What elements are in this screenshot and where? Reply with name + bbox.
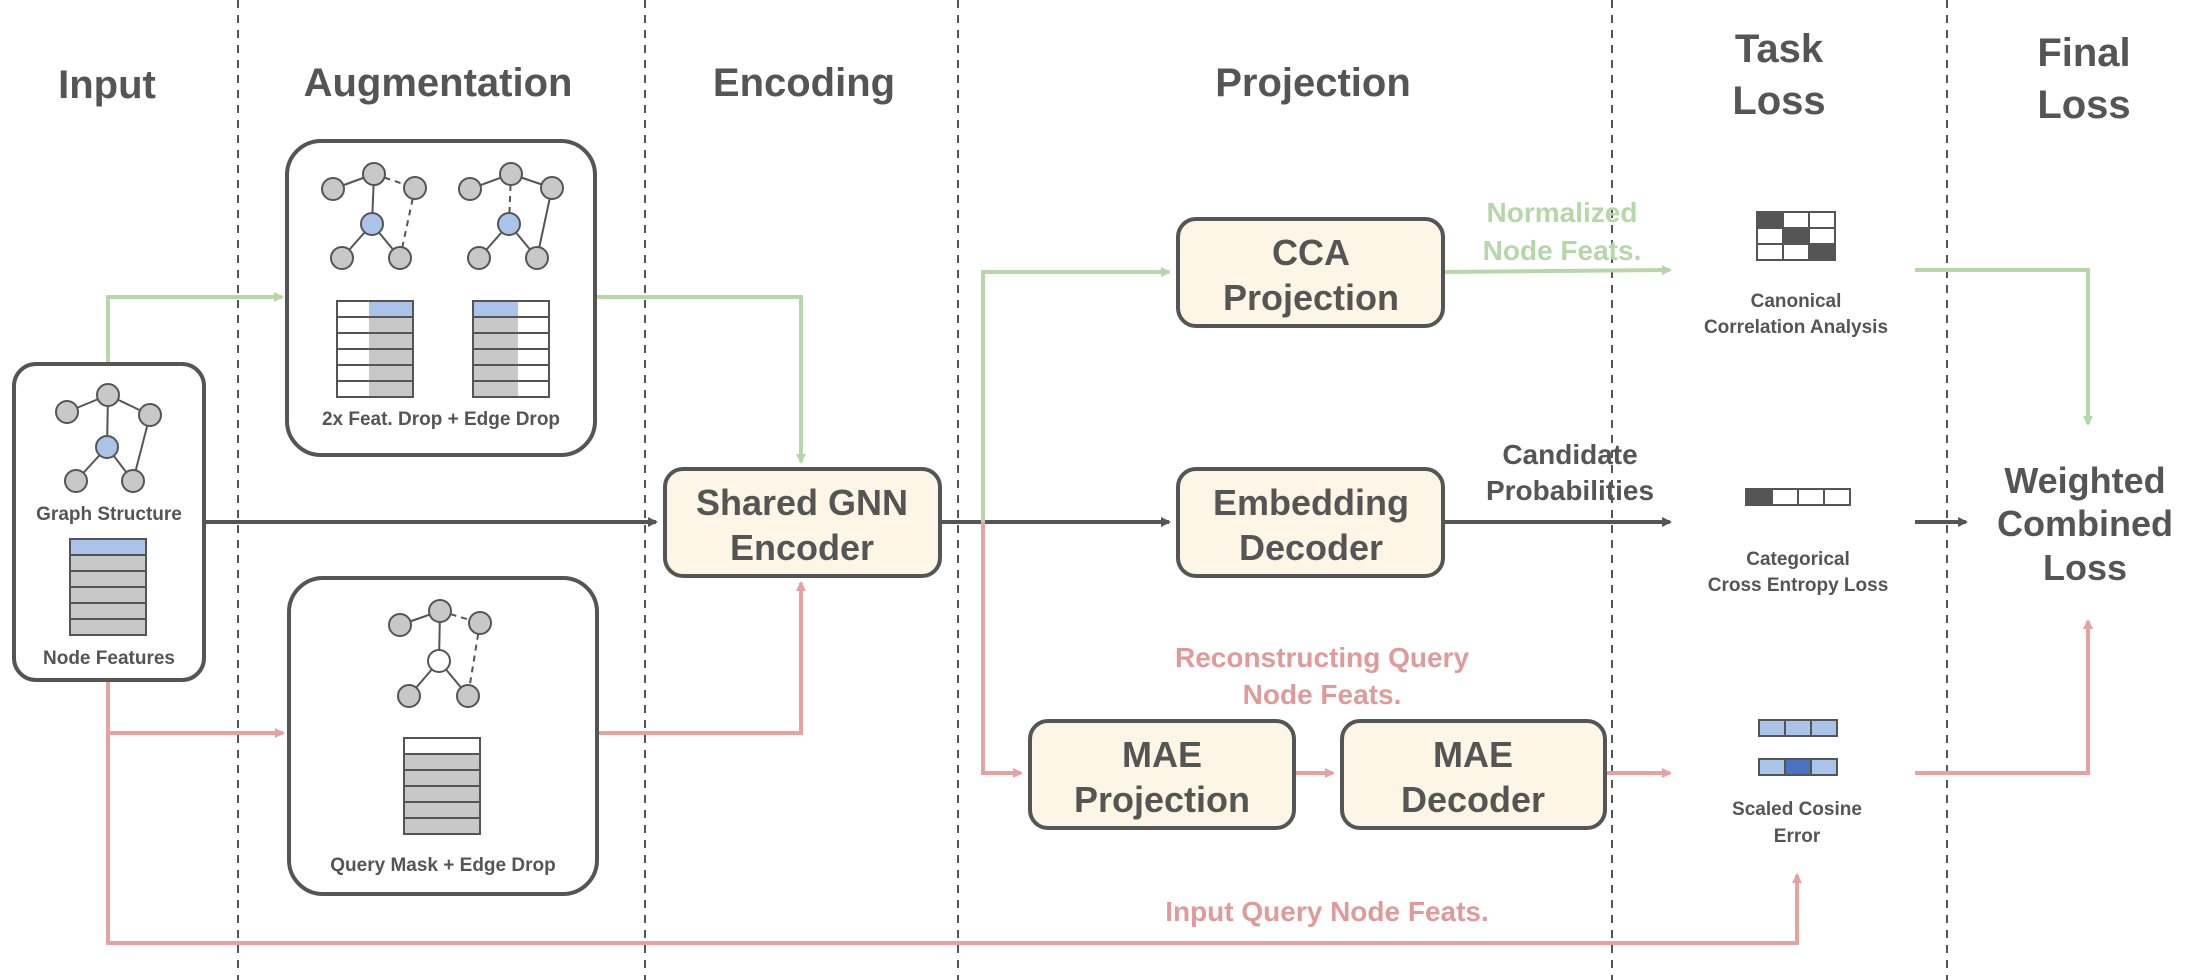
label-normalized-line2: Node Feats. bbox=[1483, 235, 1642, 266]
header-final-loss-line2: Loss bbox=[2037, 83, 2130, 127]
node-features-icon bbox=[69, 538, 147, 636]
header-task-loss-line1: Task bbox=[1735, 27, 1824, 71]
arrow-encoder-to-cca bbox=[981, 267, 1171, 522]
augmented-graph-icon-2 bbox=[458, 162, 564, 270]
final-loss: Weighted Combined Loss bbox=[1997, 460, 2173, 588]
masked-graph-icon bbox=[388, 599, 492, 708]
header-projection: Projection bbox=[1215, 61, 1411, 105]
header-encoding: Encoding bbox=[713, 61, 895, 105]
augmentation-top-label: 2x Feat. Drop + Edge Drop bbox=[322, 409, 560, 430]
label-normalized-line1: Normalized bbox=[1487, 197, 1638, 228]
one-hot-vector-icon bbox=[1745, 488, 1851, 506]
graph-structure-label: Graph Structure bbox=[36, 504, 182, 525]
header-augmentation: Augmentation bbox=[304, 61, 573, 105]
label-candidate-line1: Candidate bbox=[1502, 439, 1637, 470]
label-reconstruct-line1: Reconstructing Query bbox=[1175, 642, 1469, 673]
scaled-cosine-error: Scaled Cosine Error bbox=[1732, 719, 1862, 847]
query-mask-table bbox=[403, 737, 481, 835]
cca-projection-line2: Projection bbox=[1223, 277, 1399, 318]
mae-decoder-box bbox=[1340, 719, 1607, 830]
arrow-input-query-to-loss bbox=[106, 733, 1802, 945]
embedding-decoder-box bbox=[1176, 467, 1445, 578]
label-candidate-line2: Probabilities bbox=[1486, 475, 1654, 506]
feature-drop-table-1 bbox=[336, 300, 414, 398]
cross-entropy-loss-line1: Categorical bbox=[1746, 549, 1849, 570]
cross-entropy-loss-line2: Cross Entropy Loss bbox=[1708, 575, 1889, 596]
header-final-loss-line1: Final bbox=[2037, 31, 2130, 75]
feature-vectors-icon bbox=[1758, 719, 1838, 776]
augmentation-bottom-frame bbox=[287, 576, 599, 896]
cca-loss-line2: Correlation Analysis bbox=[1704, 317, 1888, 338]
arrow-cca-loss-to-final bbox=[1915, 268, 2093, 426]
scaled-cosine-error-line2: Error bbox=[1774, 826, 1821, 847]
final-loss-line2: Combined bbox=[1997, 503, 2173, 544]
cca-projection: CCA Projection bbox=[1176, 217, 1445, 328]
mae-decoder-line2: Decoder bbox=[1401, 779, 1545, 820]
scaled-cosine-error-line1: Scaled Cosine bbox=[1732, 799, 1862, 820]
embedding-decoder: Embedding Decoder bbox=[1176, 467, 1445, 578]
column-headers: Input Augmentation Encoding Projection T… bbox=[58, 27, 2131, 127]
cca-projection-line1: CCA bbox=[1272, 232, 1350, 273]
arrow-encoder-to-mae-projection bbox=[981, 522, 1023, 778]
encoder-box bbox=[663, 467, 942, 578]
cca-loss-line1: Canonical bbox=[1751, 291, 1842, 312]
arrows bbox=[106, 265, 2093, 945]
shared-gnn-encoder: Shared GNN Encoder bbox=[663, 467, 942, 578]
final-loss-line3: Loss bbox=[2043, 547, 2127, 588]
header-task-loss-line2: Loss bbox=[1732, 79, 1825, 123]
augmentation-top-panel: 2x Feat. Drop + Edge Drop bbox=[285, 139, 597, 457]
label-input-query: Input Query Node Feats. bbox=[1165, 896, 1489, 927]
mae-decoder-line1: MAE bbox=[1433, 734, 1513, 775]
mae-projection-line2: Projection bbox=[1074, 779, 1250, 820]
augmented-graph-icon-1 bbox=[321, 162, 427, 270]
final-loss-line1: Weighted bbox=[2004, 460, 2165, 501]
arrow-input-to-aug-top bbox=[106, 292, 284, 364]
augmentation-bottom-panel: Query Mask + Edge Drop bbox=[287, 576, 599, 896]
graph-structure-icon bbox=[55, 383, 162, 493]
arrow-cca-to-loss bbox=[1442, 265, 1672, 276]
mae-decoder: MAE Decoder bbox=[1340, 719, 1607, 830]
cca-loss-grid-icon bbox=[1756, 211, 1836, 261]
embedding-decoder-line2: Decoder bbox=[1239, 527, 1383, 568]
edge-labels: Normalized Node Feats. Candidate Probabi… bbox=[1165, 197, 1654, 927]
augmentation-bottom-label: Query Mask + Edge Drop bbox=[330, 855, 555, 876]
encoder-label-line2: Encoder bbox=[730, 527, 874, 568]
header-input: Input bbox=[58, 63, 156, 107]
cca-loss: Canonical Correlation Analysis bbox=[1704, 211, 1888, 338]
arrow-input-to-aug-bottom bbox=[106, 680, 285, 738]
mae-projection: MAE Projection bbox=[1028, 719, 1296, 830]
encoder-label-line1: Shared GNN bbox=[696, 482, 908, 523]
node-features-label: Node Features bbox=[43, 648, 175, 669]
label-reconstruct-line2: Node Feats. bbox=[1243, 679, 1402, 710]
cross-entropy-loss: Categorical Cross Entropy Loss bbox=[1708, 488, 1889, 596]
arrow-aug-bottom-to-encoder bbox=[597, 581, 806, 735]
column-separators bbox=[237, 0, 1948, 980]
input-panel-frame bbox=[12, 362, 206, 682]
cca-projection-box bbox=[1176, 217, 1445, 328]
arrow-aug-top-to-encoder bbox=[595, 295, 806, 464]
mae-projection-box bbox=[1028, 719, 1296, 830]
embedding-decoder-line1: Embedding bbox=[1213, 482, 1409, 523]
mae-projection-line1: MAE bbox=[1122, 734, 1202, 775]
input-panel: Graph Structure Node Features bbox=[12, 362, 206, 682]
feature-drop-table-2 bbox=[472, 300, 550, 398]
arrow-sce-loss-to-final bbox=[1915, 619, 2093, 775]
